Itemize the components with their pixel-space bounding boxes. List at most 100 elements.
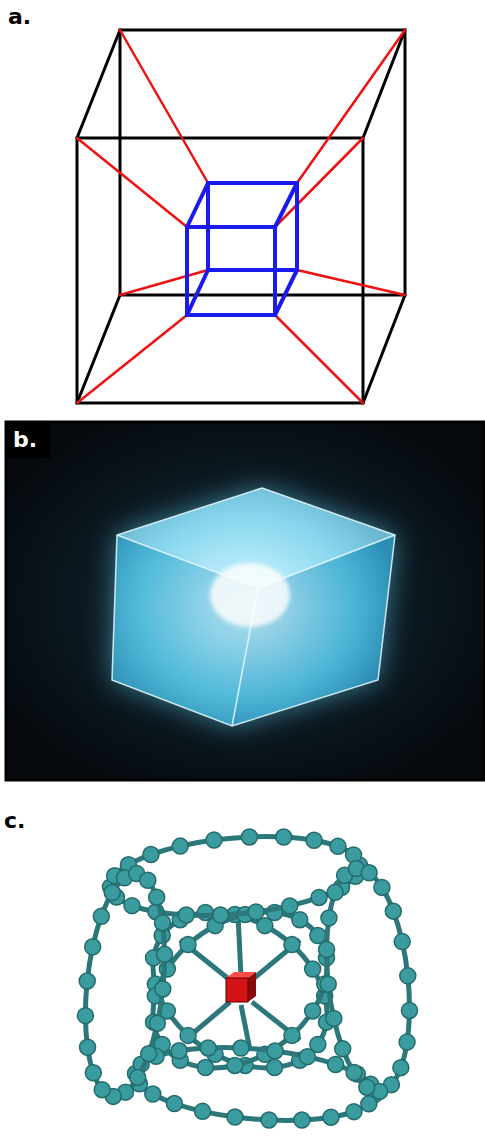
atom	[140, 872, 156, 888]
atom	[154, 915, 170, 931]
atom	[130, 1069, 146, 1085]
atom	[104, 885, 120, 901]
atom-ring	[127, 1040, 382, 1128]
bond-ring	[110, 837, 359, 916]
bond-ring	[135, 1048, 374, 1121]
atom	[195, 1103, 211, 1119]
atom	[180, 937, 196, 953]
atom	[155, 981, 171, 997]
atom	[319, 942, 335, 958]
atom	[320, 976, 336, 992]
cube-left-face	[112, 535, 258, 726]
atom	[328, 1056, 344, 1072]
atom	[374, 879, 390, 895]
atom	[400, 968, 416, 984]
core-cube	[226, 978, 248, 1002]
atom	[93, 908, 109, 924]
atom	[267, 1043, 283, 1059]
atom	[145, 1086, 161, 1102]
outer-cube	[77, 30, 405, 403]
atom	[171, 1043, 187, 1059]
atom-ring	[146, 904, 335, 1075]
atom	[399, 1034, 415, 1050]
panel-letter: a.	[8, 6, 31, 28]
atom	[178, 907, 194, 923]
atom	[149, 889, 165, 905]
atom	[206, 832, 222, 848]
panel-letter: b.	[13, 429, 37, 451]
atom	[141, 1046, 157, 1062]
tesseract-wireframe	[77, 30, 405, 403]
atom-ring	[77, 866, 172, 1105]
bond-ring	[327, 869, 410, 1092]
molecular-cage	[77, 829, 417, 1128]
atom	[248, 904, 264, 920]
dark-background	[6, 422, 485, 780]
atom	[346, 1104, 362, 1120]
atom	[227, 1109, 243, 1125]
atom	[299, 1049, 315, 1065]
bond-ring	[153, 912, 327, 1068]
atom	[149, 1015, 165, 1031]
atom-ring	[146, 904, 335, 1075]
atom	[311, 889, 327, 905]
atom	[330, 838, 346, 854]
atom	[346, 1065, 362, 1081]
atom	[359, 1079, 375, 1095]
atom	[143, 847, 159, 863]
atom	[310, 928, 326, 944]
atom	[335, 1041, 351, 1057]
atom	[276, 829, 292, 845]
panel-letter: c.	[4, 810, 25, 832]
bond	[238, 914, 241, 977]
atom	[261, 1112, 277, 1128]
bond-ring	[153, 912, 327, 1068]
atom	[401, 1002, 417, 1018]
atom	[227, 1057, 243, 1073]
atom	[197, 1060, 213, 1076]
atom	[327, 884, 343, 900]
connecting-edges	[77, 30, 405, 403]
atom	[284, 937, 300, 953]
atom	[305, 1003, 321, 1019]
atom	[326, 1010, 342, 1026]
atom	[80, 1039, 96, 1055]
atom	[172, 838, 188, 854]
glowing-cube-panel	[6, 422, 485, 780]
atom	[213, 907, 229, 923]
atom	[124, 898, 140, 914]
atom	[385, 903, 401, 919]
atom	[292, 912, 308, 928]
cube-glow	[112, 488, 395, 726]
atom	[180, 1027, 196, 1043]
atom	[85, 1065, 101, 1081]
atom	[306, 832, 322, 848]
atom	[77, 1008, 93, 1024]
atom	[321, 910, 337, 926]
atom	[85, 939, 101, 955]
bond-ring	[85, 874, 164, 1097]
inner-cube	[187, 183, 297, 315]
atom	[361, 865, 377, 881]
atom	[294, 1112, 310, 1128]
atom	[79, 973, 95, 989]
cube-edges	[112, 488, 395, 726]
atom	[200, 1040, 216, 1056]
atom	[241, 829, 257, 845]
atom-ring	[102, 829, 367, 923]
core-cube-side	[248, 972, 256, 1002]
cube-core-light	[210, 563, 290, 627]
label-backdrop	[6, 422, 50, 458]
atom	[394, 934, 410, 950]
cube-body	[112, 488, 395, 726]
atom	[157, 946, 173, 962]
atom	[393, 1060, 409, 1076]
atom	[94, 1082, 110, 1098]
atom-ring	[319, 861, 418, 1100]
atom	[284, 1027, 300, 1043]
atom	[305, 961, 321, 977]
atom	[323, 1109, 339, 1125]
atom	[233, 1040, 249, 1056]
